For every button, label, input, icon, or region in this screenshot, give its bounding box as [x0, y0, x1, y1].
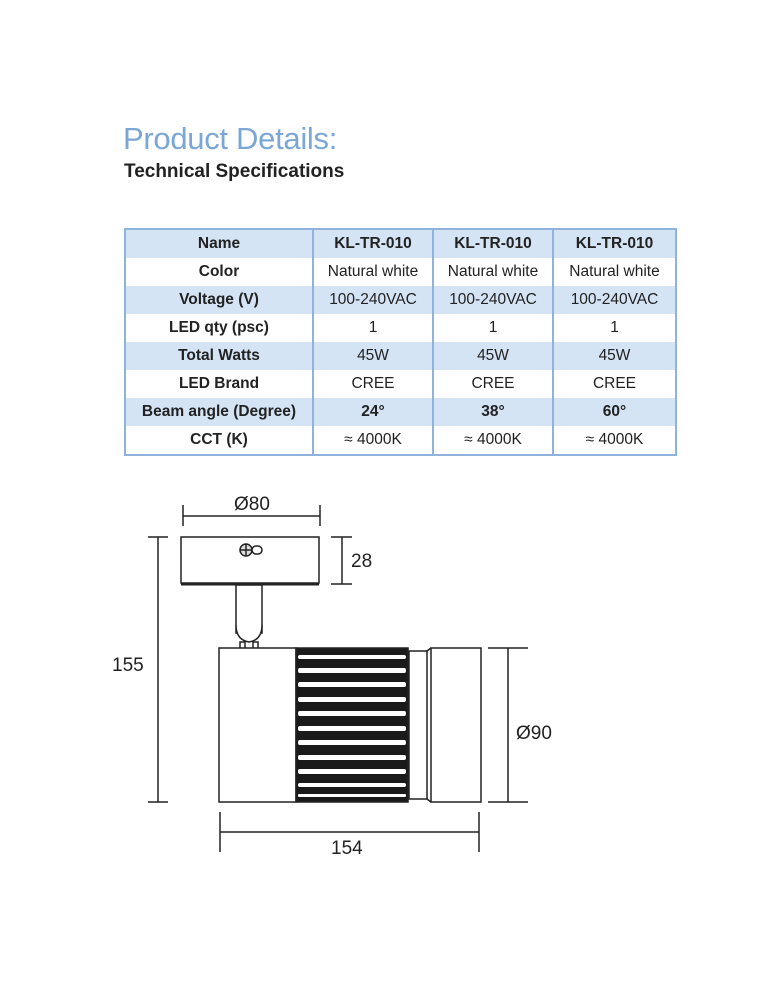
table-row: Total Watts 45W 45W 45W: [125, 342, 676, 370]
cell: ≈ 4000K: [312, 426, 433, 455]
spec-table: Name KL-TR-010 KL-TR-010 KL-TR-010 Color…: [124, 228, 677, 456]
table-row: CCT (K) ≈ 4000K ≈ 4000K ≈ 4000K: [125, 426, 676, 455]
cell: ≈ 4000K: [432, 426, 553, 455]
table-row: LED Brand CREE CREE CREE: [125, 370, 676, 398]
cell: Natural white: [552, 258, 676, 286]
cell: CREE: [312, 370, 433, 398]
cell: 24°: [312, 398, 433, 426]
cell: 1: [552, 314, 676, 342]
track-light-drawing: [148, 505, 528, 852]
heat-sink-fins: [298, 655, 406, 797]
cell: 100-240VAC: [552, 286, 676, 314]
cell: 45W: [432, 342, 553, 370]
dim-total-length: 154: [331, 838, 363, 859]
row-label: Name: [125, 229, 313, 258]
cell: 45W: [552, 342, 676, 370]
row-label: Color: [125, 258, 313, 286]
cell: KL-TR-010: [432, 229, 553, 258]
table-row: Voltage (V) 100-240VAC 100-240VAC 100-24…: [125, 286, 676, 314]
row-label: LED Brand: [125, 370, 313, 398]
table-row: Name KL-TR-010 KL-TR-010 KL-TR-010: [125, 229, 676, 258]
cell: ≈ 4000K: [552, 426, 676, 455]
cell: Natural white: [432, 258, 553, 286]
dim-total-height: 155: [112, 655, 144, 676]
cell: CREE: [552, 370, 676, 398]
row-label: Voltage (V): [125, 286, 313, 314]
table-row: LED qty (psc) 1 1 1: [125, 314, 676, 342]
cell: CREE: [432, 370, 553, 398]
dim-base-diameter: Ø80: [234, 494, 270, 515]
dim-head-diameter: Ø90: [516, 723, 552, 744]
table-row: Color Natural white Natural white Natura…: [125, 258, 676, 286]
cell: 1: [312, 314, 433, 342]
page-subtitle: Technical Specifications: [124, 161, 345, 182]
cell: 100-240VAC: [432, 286, 553, 314]
cell: 100-240VAC: [312, 286, 433, 314]
cell: KL-TR-010: [552, 229, 676, 258]
cell: 60°: [552, 398, 676, 426]
page-title: Product Details:: [123, 121, 338, 156]
row-label: LED qty (psc): [125, 314, 313, 342]
cell: KL-TR-010: [312, 229, 433, 258]
cell: 38°: [432, 398, 553, 426]
row-label: Beam angle (Degree): [125, 398, 313, 426]
row-label: Total Watts: [125, 342, 313, 370]
cell: Natural white: [312, 258, 433, 286]
cell: 1: [432, 314, 553, 342]
table-row: Beam angle (Degree) 24° 38° 60°: [125, 398, 676, 426]
dim-base-height: 28: [351, 551, 373, 572]
row-label: CCT (K): [125, 426, 313, 455]
cell: 45W: [312, 342, 433, 370]
